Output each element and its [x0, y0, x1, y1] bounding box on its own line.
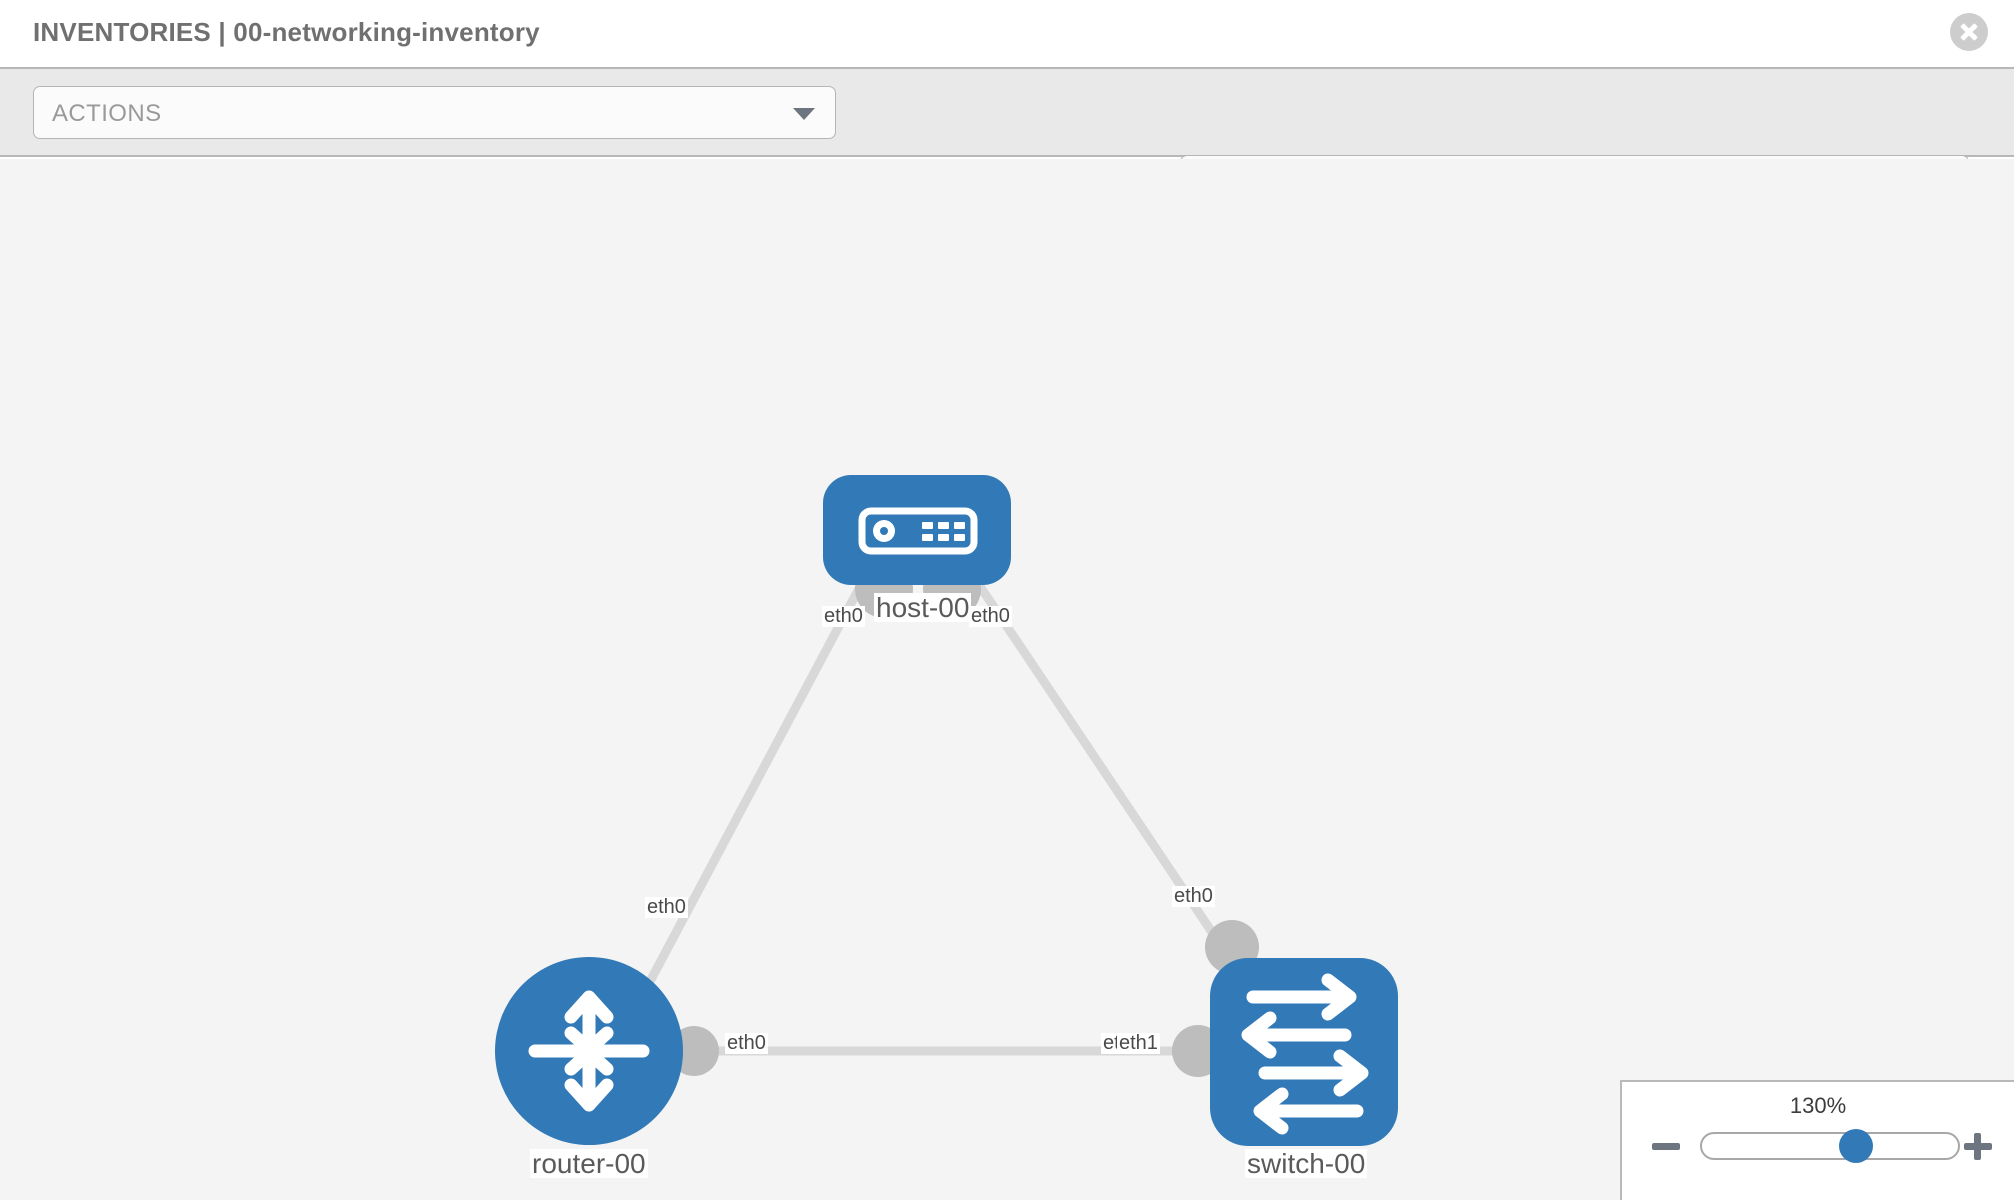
node-host-00: [823, 475, 1011, 585]
node-label-switch-00: switch-00: [1245, 1148, 1368, 1179]
iface-label-host-eth0-left: eth0: [822, 605, 865, 627]
plus-icon[interactable]: [1962, 1130, 1994, 1162]
iface-label-host-eth0-right: eth0: [969, 605, 1012, 627]
chevron-down-icon: [793, 107, 815, 120]
node-router-00: [495, 957, 683, 1145]
iface-label-switch-eth0-north: eth0: [1172, 885, 1215, 907]
iface-label-switch-eth1-west: eth1: [1117, 1032, 1160, 1054]
port-group: [669, 560, 1259, 1077]
toolbar: ACTIONS SEARCH: [0, 69, 2014, 208]
topology-canvas[interactable]: host-00 router-00 switch-00 eth0 eth0 et…: [0, 159, 2014, 1200]
iface-label-router-eth0-east: eth0: [725, 1032, 768, 1054]
actions-dropdown-label: ACTIONS: [52, 100, 162, 127]
minus-icon[interactable]: [1650, 1130, 1682, 1162]
zoom-level-label: 130%: [1789, 1093, 1847, 1118]
iface-label-router-eth0-north: eth0: [645, 896, 688, 918]
link-group: [626, 546, 1244, 1056]
topology-graph: [495, 475, 1398, 1146]
zoom-control-panel: 130%: [1620, 1080, 2014, 1200]
actions-dropdown[interactable]: ACTIONS: [33, 86, 836, 139]
page-title: INVENTORIES | 00-networking-inventory: [33, 17, 540, 47]
switch-arrows-icon: [1241, 973, 1369, 1135]
node-switch-00: [1210, 958, 1398, 1146]
zoom-slider[interactable]: [1700, 1129, 1960, 1163]
close-icon[interactable]: [1950, 13, 1988, 51]
zoom-slider-thumb[interactable]: [1838, 1129, 1873, 1163]
node-label-host-00: host-00: [874, 592, 972, 623]
node-label-router-00: router-00: [530, 1148, 648, 1179]
router-arrows-icon: [528, 990, 650, 1112]
server-icon: [858, 507, 978, 555]
page-header: INVENTORIES | 00-networking-inventory: [0, 0, 2014, 69]
link-host-router: [626, 546, 884, 1022]
